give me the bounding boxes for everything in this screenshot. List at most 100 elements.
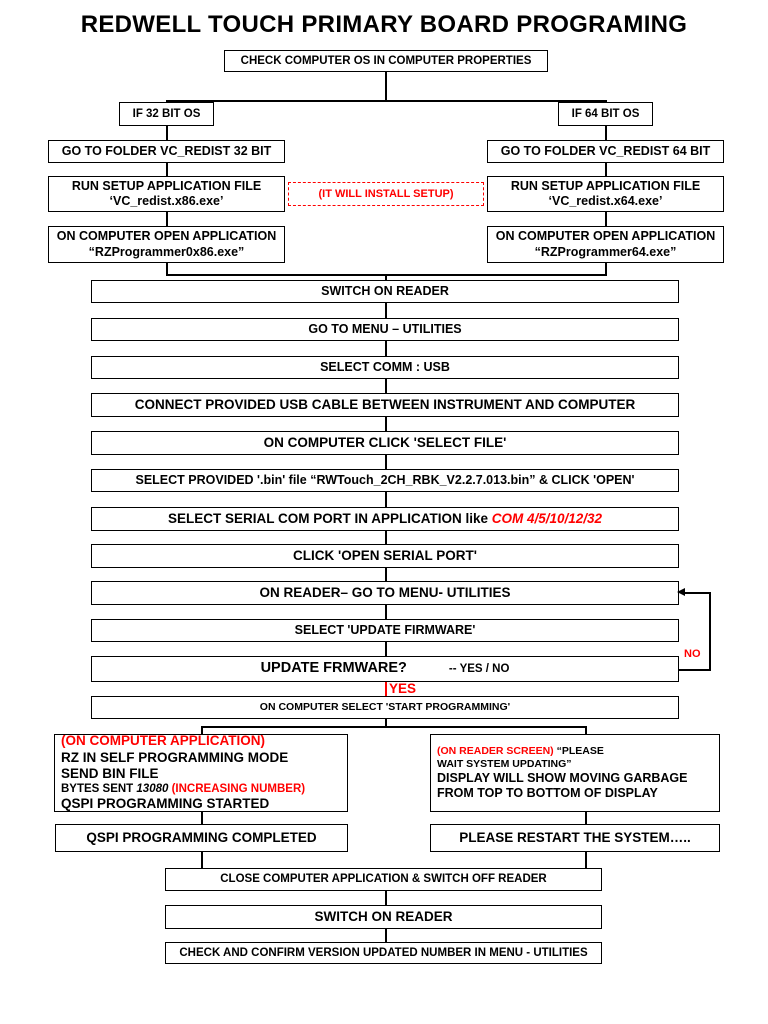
panel-reader-line4: FROM TOP TO BOTTOM OF DISPLAY bbox=[437, 785, 658, 800]
connector-setup64-down bbox=[605, 212, 607, 226]
connector-split-right-down bbox=[585, 726, 587, 735]
node-select-serial-com-port-label: SELECT SERIAL COM PORT IN APPLICATION li… bbox=[168, 511, 602, 527]
node-switch-on-reader: SWITCH ON READER bbox=[91, 280, 679, 303]
bytes-sent-value: 13080 bbox=[136, 783, 169, 796]
connector-app32-down bbox=[166, 263, 168, 275]
node-app-file-32: “RZProgrammer0x86.exe” bbox=[88, 244, 245, 259]
node-folder-32: GO TO FOLDER VC_REDIST 32 BIT bbox=[48, 140, 285, 163]
select-com-prefix: SELECT SERIAL COM PORT IN APPLICATION li… bbox=[167, 510, 492, 526]
node-qspi-completed: QSPI PROGRAMMING COMPLETED bbox=[55, 824, 348, 852]
node-if-32bit-label: IF 32 BIT OS bbox=[132, 107, 201, 120]
node-select-serial-com-port: SELECT SERIAL COM PORT IN APPLICATION li… bbox=[91, 507, 679, 531]
label-no: NO bbox=[684, 648, 701, 660]
node-select-comm-usb: SELECT COMM : USB bbox=[91, 356, 679, 379]
node-connect-usb-cable: CONNECT PROVIDED USB CABLE BETWEEN INSTR… bbox=[91, 393, 679, 417]
panel-computer-line1: (ON COMPUTER APPLICATION) bbox=[61, 733, 265, 749]
connector-setup32-down bbox=[166, 212, 168, 226]
connector-s1 bbox=[385, 303, 387, 318]
node-start-programming: ON COMPUTER SELECT 'START PROGRAMMING' bbox=[91, 696, 679, 719]
node-open-app-64-label: ON COMPUTER OPEN APPLICATION bbox=[495, 229, 716, 244]
node-on-reader-menu-utilities-label: ON READER– GO TO MENU- UTILITIES bbox=[259, 584, 511, 600]
connector-checkos-down bbox=[385, 72, 387, 101]
bytes-sent-suffix: (INCREASING NUMBER) bbox=[168, 783, 306, 796]
connector-s3 bbox=[385, 379, 387, 393]
connector-no-out bbox=[679, 669, 711, 671]
node-run-setup-32: RUN SETUP APPLICATION FILE ‘VC_redist.x8… bbox=[48, 176, 285, 212]
node-update-firmware-options: -- YES / NO bbox=[448, 662, 510, 675]
node-update-firmware-decision: UPDATE FRMWARE? -- YES / NO bbox=[91, 656, 679, 682]
node-go-to-menu-utilities-label: GO TO MENU – UTILITIES bbox=[308, 321, 462, 336]
connector-s5 bbox=[385, 455, 387, 469]
connector-merge-down bbox=[385, 274, 387, 280]
panel-reader-line2: WAIT SYSTEM UPDATING” bbox=[437, 757, 572, 770]
node-qspi-completed-label: QSPI PROGRAMMING COMPLETED bbox=[86, 829, 317, 845]
panel-reader-line3: DISPLAY WILL SHOW MOVING GARBAGE bbox=[437, 770, 688, 785]
connector-split-horizontal bbox=[201, 726, 586, 728]
node-click-select-file-label: ON COMPUTER CLICK 'SELECT FILE' bbox=[263, 434, 507, 450]
connector-app64-down bbox=[605, 263, 607, 275]
connector-yes-down bbox=[385, 682, 387, 698]
panel-computer-application: (ON COMPUTER APPLICATION) RZ IN SELF PRO… bbox=[54, 733, 348, 812]
node-open-app-64: ON COMPUTER OPEN APPLICATION “RZProgramm… bbox=[487, 226, 724, 263]
node-setup-file-32: ‘VC_redist.x86.exe’ bbox=[109, 194, 224, 208]
node-app-file-64: “RZProgrammer64.exe” bbox=[534, 244, 677, 259]
node-open-app-32: ON COMPUTER OPEN APPLICATION “RZProgramm… bbox=[48, 226, 285, 263]
connector-s4 bbox=[385, 417, 387, 431]
connector-s6 bbox=[385, 492, 387, 507]
node-connect-usb-cable-label: CONNECT PROVIDED USB CABLE BETWEEN INSTR… bbox=[134, 396, 636, 412]
node-click-select-file: ON COMPUTER CLICK 'SELECT FILE' bbox=[91, 431, 679, 455]
node-select-bin-file: SELECT PROVIDED '.bin' file “RWTouch_2CH… bbox=[91, 469, 679, 492]
connector-no-arrowhead bbox=[677, 588, 685, 596]
panel-reader-line1-red: (ON READER SCREEN) bbox=[437, 744, 554, 757]
node-setup-file-64: ‘VC_redist.x64.exe’ bbox=[548, 194, 663, 208]
connector-qspi-down bbox=[201, 852, 203, 869]
node-folder-64: GO TO FOLDER VC_REDIST 64 BIT bbox=[487, 140, 724, 163]
connector-folder64-down bbox=[605, 163, 607, 176]
node-run-setup-64: RUN SETUP APPLICATION FILE ‘VC_redist.x6… bbox=[487, 176, 724, 212]
node-check-os: CHECK COMPUTER OS IN COMPUTER PROPERTIES bbox=[224, 50, 548, 72]
node-switch-on-reader-label: SWITCH ON READER bbox=[321, 283, 449, 298]
connector-folder32-down bbox=[166, 163, 168, 176]
connector-restart-down bbox=[585, 852, 587, 869]
node-start-programming-label: ON COMPUTER SELECT 'START PROGRAMMING' bbox=[259, 701, 511, 714]
connector-s8 bbox=[385, 568, 387, 581]
node-check-version-label: CHECK AND CONFIRM VERSION UPDATED NUMBER… bbox=[179, 946, 588, 959]
panel-computer-line3: SEND BIN FILE bbox=[61, 766, 159, 781]
connector-no-in bbox=[684, 592, 710, 594]
node-if-64bit-label: IF 64 BIT OS bbox=[571, 107, 640, 120]
node-select-update-firmware-label: SELECT 'UPDATE FIRMWARE' bbox=[294, 622, 476, 637]
panel-reader-line1: (ON READER SCREEN) “PLEASE bbox=[437, 745, 604, 758]
connector-if64-down bbox=[605, 126, 607, 140]
node-select-comm-usb-label: SELECT COMM : USB bbox=[320, 359, 450, 374]
connector-split-left-down bbox=[201, 726, 203, 735]
node-close-application-label: CLOSE COMPUTER APPLICATION & SWITCH OFF … bbox=[220, 873, 547, 886]
node-select-update-firmware: SELECT 'UPDATE FIRMWARE' bbox=[91, 619, 679, 642]
panel-computer-line2: RZ IN SELF PROGRAMMING MODE bbox=[61, 749, 289, 765]
node-if-32bit: IF 32 BIT OS bbox=[119, 102, 214, 126]
page-title: REDWELL TOUCH PRIMARY BOARD PROGRAMING bbox=[80, 11, 688, 38]
connector-s2 bbox=[385, 341, 387, 356]
connector-s9 bbox=[385, 605, 387, 619]
note-install-setup-label: (IT WILL INSTALL SETUP) bbox=[318, 188, 454, 200]
panel-reader-screen: (ON READER SCREEN) “PLEASE WAIT SYSTEM U… bbox=[430, 734, 720, 812]
node-switch-on-reader-2-label: SWITCH ON READER bbox=[314, 908, 453, 924]
node-click-open-serial-port: CLICK 'OPEN SERIAL PORT' bbox=[91, 544, 679, 568]
node-select-bin-file-label: SELECT PROVIDED '.bin' file “RWTouch_2CH… bbox=[135, 472, 635, 487]
node-click-open-serial-port-label: CLICK 'OPEN SERIAL PORT' bbox=[293, 547, 477, 563]
connector-s10 bbox=[385, 642, 387, 656]
node-please-restart: PLEASE RESTART THE SYSTEM….. bbox=[430, 824, 720, 852]
label-yes: YES bbox=[389, 681, 417, 696]
connector-b1 bbox=[385, 891, 387, 905]
note-install-setup: (IT WILL INSTALL SETUP) bbox=[288, 182, 484, 206]
node-open-app-32-label: ON COMPUTER OPEN APPLICATION bbox=[56, 229, 277, 244]
connector-no-up bbox=[709, 592, 711, 670]
panel-reader-line1-rest: “PLEASE bbox=[553, 744, 604, 757]
connector-s7 bbox=[385, 531, 387, 544]
panel-computer-line4: BYTES SENT 13080 (INCREASING NUMBER) bbox=[61, 782, 305, 796]
node-on-reader-menu-utilities: ON READER– GO TO MENU- UTILITIES bbox=[91, 581, 679, 605]
node-folder-32-label: GO TO FOLDER VC_REDIST 32 BIT bbox=[61, 143, 272, 158]
node-update-firmware-question: UPDATE FRMWARE? bbox=[260, 660, 407, 677]
node-please-restart-label: PLEASE RESTART THE SYSTEM….. bbox=[459, 829, 691, 845]
connector-computer-panel-down bbox=[201, 812, 203, 824]
